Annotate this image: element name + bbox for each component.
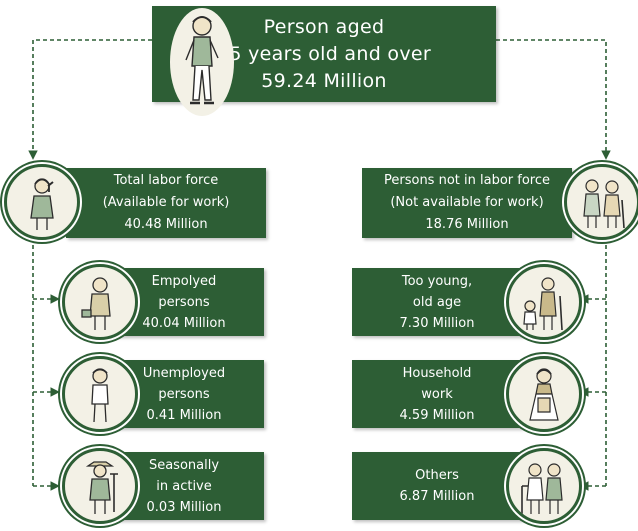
not-labor-force-box: Persons not in labor force (Not availabl… (362, 168, 572, 238)
household-label-line2: work (421, 386, 453, 402)
woman-on-phone-icon (4, 164, 80, 240)
unemployed-label-line1: Unemployed (142, 365, 226, 381)
labor-force-value: 40.48 Million (124, 217, 208, 232)
farmer-with-hoe-icon (62, 448, 138, 524)
others-value: 6.87 Million (399, 489, 475, 504)
seasonal-label-line1: Seasonally (148, 457, 220, 473)
worker-with-briefcase-icon (62, 264, 138, 340)
seasonal-value: 0.03 Million (146, 499, 222, 515)
root-label-line2: 15 years old and over (216, 42, 431, 65)
not-labor-force-value: 18.76 Million (425, 217, 509, 232)
root-label-line1: Person aged (263, 15, 385, 38)
household-work-box: Household work 4.59 Million (352, 360, 522, 428)
unemployed-label-line2: persons (158, 386, 210, 402)
others-box: Others 6.87 Million (352, 452, 522, 520)
unemployed-value: 0.41 Million (146, 407, 222, 423)
too-young-old-age-box: Too young, old age 7.30 Million (352, 268, 522, 336)
household-label-line1: Household (402, 365, 472, 381)
employed-label-line2: persons (158, 294, 210, 310)
employed-value: 40.04 Million (142, 315, 226, 331)
housewife-icon (506, 356, 582, 432)
labor-force-label-line1: Total labor force (113, 173, 219, 188)
household-value: 4.59 Million (399, 407, 475, 423)
employed-label-line1: Empolyed (151, 273, 217, 289)
not-labor-force-label-line2: (Not available for work) (390, 195, 544, 210)
root-value: 59.24 Million (261, 69, 387, 92)
elder-with-child-icon (506, 264, 582, 340)
young-man-standing-icon (62, 356, 138, 432)
two-persons-icon (506, 448, 582, 524)
labor-force-label-line2: (Available for work) (102, 195, 230, 210)
elderly-couple-icon (564, 164, 638, 240)
standing-person-icon (168, 4, 236, 116)
too-young-value: 7.30 Million (399, 315, 475, 331)
labor-force-box: Total labor force (Available for work) 4… (66, 168, 266, 238)
others-label: Others (415, 468, 459, 483)
seasonal-label-line2: in active (156, 478, 212, 494)
root-to-not-labor-force-connector (496, 39, 611, 160)
not-labor-force-label-line1: Persons not in labor force (384, 173, 550, 188)
root-to-labor-force-connector (28, 39, 152, 160)
too-young-label-line2: old age (412, 294, 462, 310)
unemployed-box: Unemployed persons 0.41 Million (104, 360, 264, 428)
too-young-label-line1: Too young, (401, 273, 473, 289)
